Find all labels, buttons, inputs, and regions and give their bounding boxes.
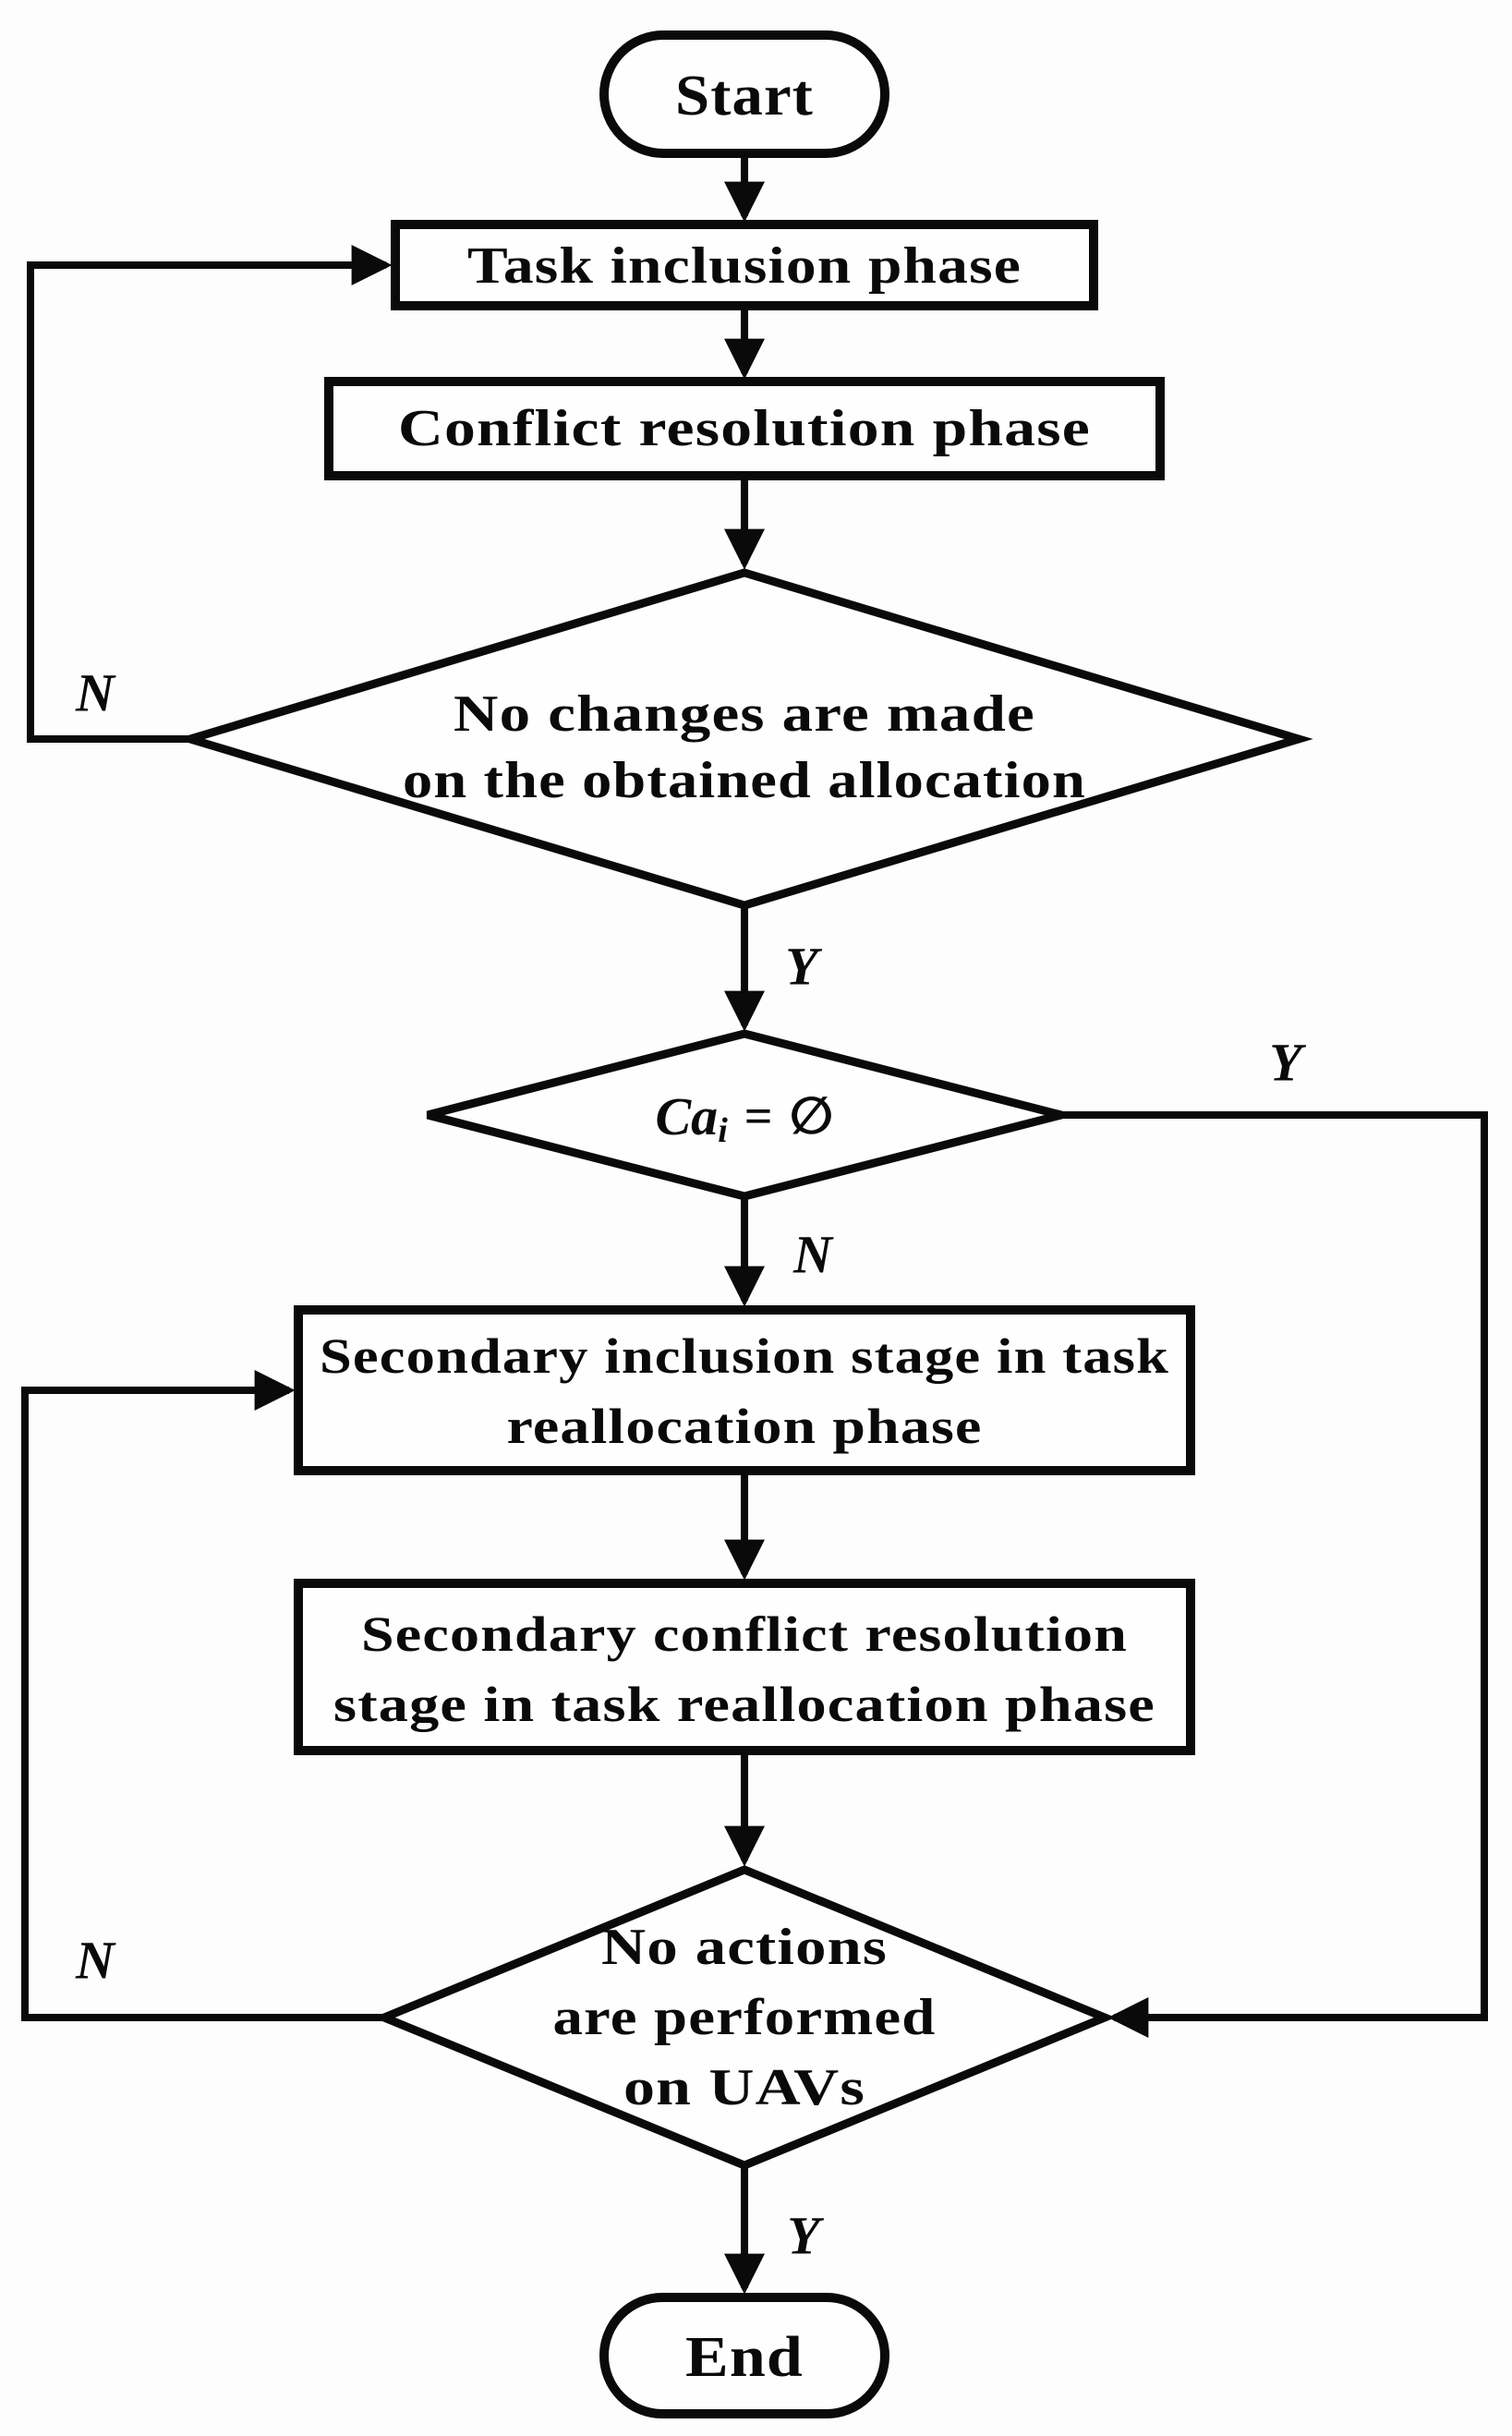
secondary-conflict-line-2: stage in task reallocation phase — [333, 1677, 1155, 1732]
end-terminator — [599, 2293, 889, 2418]
branch-labels: N Y Y N N Y — [75, 663, 1306, 2266]
no-changes-line-1: No changes are made — [454, 685, 1035, 743]
start-label: Start — [675, 65, 814, 127]
task-inclusion-box — [391, 220, 1098, 310]
no-changes-decision — [175, 568, 1313, 910]
edge-no-changes-no-loop-to-task-inclusion — [27, 245, 393, 743]
conflict-resolution-box — [324, 377, 1165, 480]
ca-symbol: Ca — [656, 1086, 719, 1146]
edges — [21, 153, 1488, 2295]
ca-empty-label: Cai = ∅ — [656, 1086, 834, 1151]
label-ca-n: N — [792, 1225, 834, 1285]
secondary-conflict-line-1: Secondary conflict resolution — [361, 1606, 1128, 1662]
label-ca-y: Y — [1269, 1033, 1306, 1093]
end-label: End — [685, 2326, 804, 2389]
equals-sign: = — [744, 1088, 773, 1144]
start-terminator — [599, 30, 889, 158]
no-actions-line-2: are performed — [553, 1989, 937, 2046]
label-no-changes-y: Y — [785, 937, 822, 997]
no-actions-decision — [373, 1865, 1116, 2170]
label-no-actions-y: Y — [787, 2206, 824, 2266]
task-inclusion-label: Task inclusion phase — [467, 237, 1022, 295]
edge-ca-empty-yes-to-no-actions — [1061, 1111, 1488, 2038]
secondary-inclusion-line-2: reallocation phase — [507, 1399, 983, 1454]
no-changes-line-2: on the obtained allocation — [403, 752, 1086, 809]
edge-no-actions-no-loop-to-secondary-inclusion — [21, 1370, 383, 2021]
conflict-resolution-label: Conflict resolution phase — [398, 400, 1091, 457]
secondary-inclusion-box — [294, 1305, 1195, 1475]
ca-subscript-i: i — [718, 1111, 728, 1150]
no-actions-line-3: on UAVs — [623, 2059, 865, 2116]
ca-empty-decision — [426, 1029, 1063, 1201]
no-actions-line-1: No actions — [601, 1919, 888, 1976]
label-no-actions-n: N — [75, 1931, 116, 1991]
secondary-conflict-box — [294, 1579, 1195, 1755]
empty-set-symbol: ∅ — [790, 1086, 834, 1146]
nodes: Start Task inclusion phase Conflict reso… — [175, 30, 1313, 2418]
secondary-inclusion-line-1: Secondary inclusion stage in task — [320, 1328, 1169, 1384]
label-no-changes-n: N — [75, 663, 116, 723]
